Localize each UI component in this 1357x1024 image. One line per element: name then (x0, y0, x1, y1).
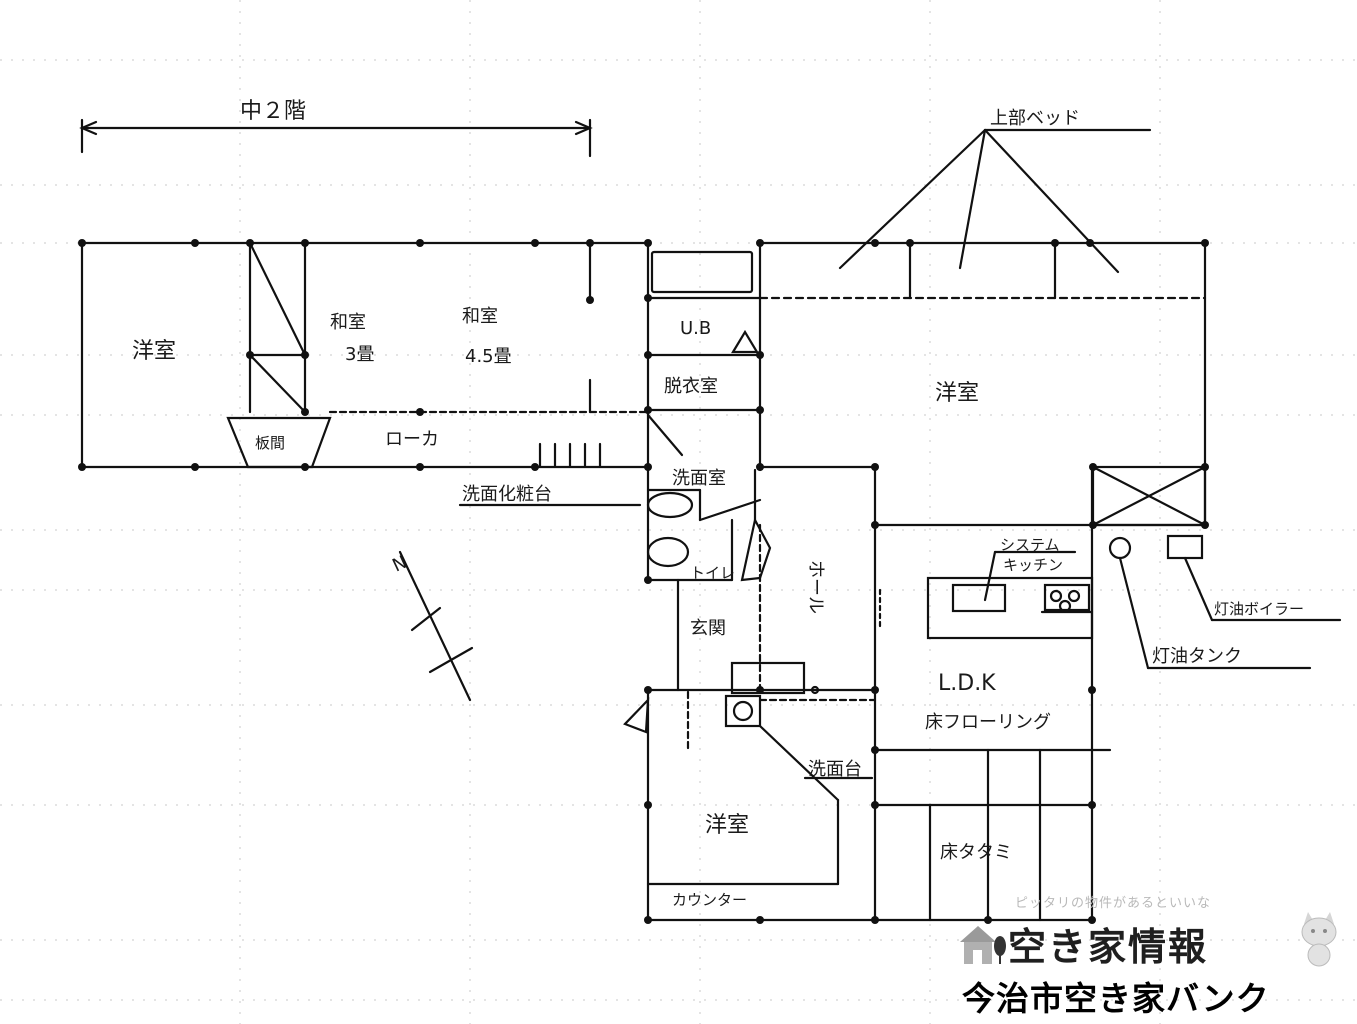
label-unit-bath: U.B (680, 318, 711, 339)
brand-subtitle: 今治市空き家バンク (962, 979, 1270, 1018)
label-corridor: ローカ (385, 429, 439, 450)
label-upper-bed: 上部ベッド (990, 108, 1080, 129)
label-wash-basin: 洗面台 (808, 759, 862, 780)
label-western-room-right: 洋室 (935, 381, 979, 406)
wall-posts (78, 239, 1209, 924)
brand-tagline: ピッタリの物件があるといいな (1015, 896, 1212, 911)
label-system-kitchen-a: システム (1000, 536, 1060, 554)
cat-mascot-icon (1301, 912, 1337, 967)
label-japanese-room-45-b: 4.5畳 (465, 346, 512, 367)
label-closet: 板間 (255, 434, 285, 452)
label-toilet: トイレ (690, 564, 735, 582)
room-labels: 中２階 上部ベッド 洋室 和室 3畳 和室 4.5畳 板間 ローカ U.B 脱衣… (132, 99, 1304, 909)
label-vanity: 洗面化粧台 (462, 484, 552, 505)
brand-logo-area: ピッタリの物件があるといいな 空き家情報 今治市空き家バンク (950, 890, 1350, 1020)
label-dressing-room: 脱衣室 (664, 376, 718, 397)
label-floor-flooring: 床フローリング (925, 712, 1051, 733)
label-washroom: 洗面室 (672, 468, 726, 489)
label-system-kitchen-b: キッチン (1003, 556, 1063, 574)
label-north: N (389, 552, 410, 577)
label-western-room-left: 洋室 (132, 339, 176, 364)
label-japanese-room-3-a: 和室 (330, 312, 366, 333)
house-icon (960, 926, 1006, 964)
label-kerosene-boiler: 灯油ボイラー (1214, 600, 1304, 618)
label-ldk: L.D.K (938, 671, 996, 696)
label-counter: カウンター (672, 891, 747, 909)
brand-title: 空き家情報 (1008, 925, 1209, 969)
label-floor-tatami: 床タタミ (940, 842, 1012, 863)
walls (79, 118, 1342, 922)
label-western-room-bottom: 洋室 (705, 813, 749, 838)
label-hall: ホール (805, 560, 826, 614)
label-entrance: 玄関 (690, 618, 726, 639)
label-japanese-room-3-b: 3畳 (345, 344, 374, 365)
label-japanese-room-45-a: 和室 (462, 306, 498, 327)
label-mezzanine: 中２階 (240, 99, 306, 124)
label-kerosene-tank: 灯油タンク (1152, 646, 1242, 667)
